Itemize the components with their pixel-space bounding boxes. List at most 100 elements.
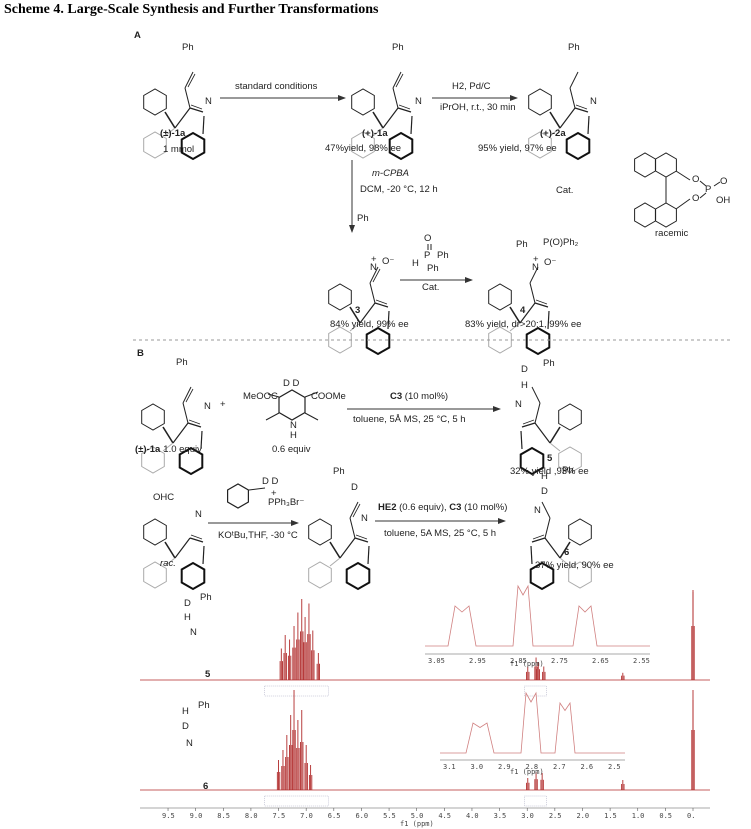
- p3-n: N: [370, 262, 377, 273]
- p4-name: 4: [520, 305, 526, 316]
- x-tick-label: 1.5: [604, 812, 617, 820]
- bond: [349, 517, 356, 539]
- bond: [675, 170, 691, 181]
- nmr6-d: D: [182, 721, 189, 732]
- x-tick-label: 3.5: [494, 812, 507, 820]
- nmr6-h: H: [182, 706, 189, 717]
- bond: [352, 503, 361, 518]
- bond: [520, 430, 523, 450]
- inset-tick-label: 3.0: [471, 763, 484, 771]
- catalyst-label: Cat.: [556, 185, 573, 196]
- bond: [522, 419, 535, 425]
- spiro-bond: [329, 541, 341, 559]
- bond: [569, 87, 576, 109]
- x-tick-label: 7.5: [273, 812, 286, 820]
- fluorene-ring: [141, 403, 165, 431]
- indolenine-ring: [180, 131, 206, 161]
- reagent-ph2: Ph: [427, 263, 439, 274]
- bond: [174, 537, 191, 559]
- bond: [369, 266, 379, 284]
- spiro-bond: [162, 426, 174, 444]
- molecule-aldehyde: [143, 518, 206, 591]
- p4-pgroup: P(O)Ph₂: [543, 237, 579, 248]
- wittig-d: D D: [262, 476, 279, 487]
- alkene-d: D: [351, 482, 358, 493]
- spiro-bond-back: [559, 557, 571, 567]
- reagent-ph1: Ph: [437, 250, 449, 261]
- bond: [529, 266, 539, 284]
- spiro-bond-back: [549, 442, 561, 452]
- bond: [202, 115, 205, 135]
- bond: [248, 487, 266, 491]
- x-tick-label: 1.0: [632, 812, 645, 820]
- wittig-plus: +: [271, 488, 277, 499]
- bond: [534, 402, 541, 424]
- fluorene-ring-back: [143, 561, 167, 589]
- p3-name: 3: [355, 305, 360, 316]
- step-b2-loading: (10 mol%): [461, 502, 507, 513]
- inset-tick-label: 2.65: [592, 657, 609, 665]
- bond: [699, 192, 707, 199]
- bond: [188, 419, 201, 425]
- x-tick-label: 4.5: [438, 812, 451, 820]
- plus-sign: +: [220, 399, 226, 410]
- nmr-spectrum-6: [140, 690, 710, 807]
- bond: [575, 104, 588, 110]
- imine-bond: [189, 537, 204, 543]
- naphthyl-ring: [655, 152, 677, 178]
- spiro-bond-back: [509, 322, 521, 332]
- p3-result: 84% yield, 99% ee: [330, 319, 409, 330]
- indolenine-ring: [565, 131, 591, 161]
- bond: [202, 545, 205, 565]
- p5-d: D: [521, 364, 528, 375]
- inset-trace: [425, 584, 650, 647]
- molecule-deuterated-alkene: [308, 501, 371, 591]
- p4-plus: +: [533, 254, 539, 265]
- bond: [367, 545, 370, 565]
- p6-result: 37% yield, 90% ee: [535, 560, 614, 571]
- reagent-o: O: [424, 233, 431, 244]
- spiro-bond-back: [162, 442, 174, 452]
- fluorene-ring-back: [528, 131, 552, 159]
- he-equiv: 0.6 equiv: [272, 444, 311, 455]
- indolenine-ring: [529, 561, 555, 591]
- integration-labels: [264, 795, 329, 807]
- fluorene-ring-back: [143, 131, 167, 159]
- inset-tick-label: 2.75: [551, 657, 568, 665]
- p3-plus: +: [371, 254, 377, 265]
- p1-result: 47%yield, 98% ee: [325, 143, 401, 154]
- wittig-reagent: [227, 483, 266, 509]
- indolenine-ring: [525, 326, 551, 356]
- imine-bond: [374, 302, 389, 308]
- imine-bond: [521, 422, 536, 428]
- molecule-1a-plus: [351, 71, 414, 161]
- catalyst-note: racemic: [655, 228, 689, 239]
- bond: [185, 388, 194, 403]
- step2-line2: iPrOH, r.t., 30 min: [440, 102, 516, 113]
- molecule-1a-b: [141, 386, 204, 476]
- p6-d: D: [541, 486, 548, 497]
- bond: [530, 545, 533, 565]
- bond: [535, 299, 548, 305]
- p4-ph: Ph: [516, 239, 528, 250]
- cat-p: P: [705, 184, 711, 195]
- fluorene-ring: [143, 518, 167, 546]
- bond: [699, 180, 707, 187]
- imine-bond: [187, 422, 202, 428]
- spiro-bond: [164, 111, 176, 129]
- scheme-title: Scheme 4. Large-Scale Synthesis and Furt…: [4, 2, 379, 17]
- p5-ph: Ph: [543, 358, 555, 369]
- fluorene-ring: [558, 403, 582, 431]
- bond: [184, 87, 191, 109]
- bond: [369, 282, 376, 304]
- bond: [387, 310, 390, 330]
- integration-labels: [524, 795, 547, 807]
- ald-n: N: [195, 509, 202, 520]
- dihydropyridine-ring: [278, 389, 306, 421]
- bond: [304, 391, 319, 398]
- r1-ph: Ph: [176, 357, 188, 368]
- x-tick-label: 5.5: [383, 812, 396, 820]
- he-right: COOMe: [311, 391, 346, 402]
- nmr6-name: 6: [203, 781, 208, 792]
- p1-n: N: [415, 96, 422, 107]
